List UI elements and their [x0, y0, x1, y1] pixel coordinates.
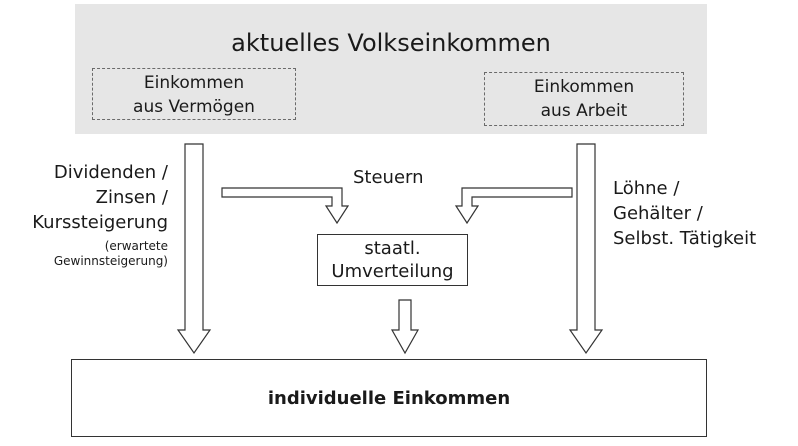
capital-flow-line1: Dividenden /	[53, 162, 168, 183]
right-tax-arrow	[454, 187, 573, 225]
capital-income-label-line2: aus Vermögen	[133, 97, 255, 117]
redistribution-arrow	[390, 299, 420, 355]
redistribution-line2: Umverteilung	[331, 261, 454, 282]
left-tax-arrow	[221, 187, 350, 225]
capital-flow-label: Dividenden / Zinsen / Kurssteigerung	[32, 160, 168, 235]
labor-income-label-line2: aus Arbeit	[540, 101, 628, 121]
taxes-label: Steuern	[353, 167, 424, 188]
labor-income-label-line1: Einkommen	[533, 77, 635, 97]
national-income-title: aktuelles Volkseinkommen	[231, 29, 551, 57]
labor-income-box: Einkommen aus Arbeit	[484, 72, 684, 126]
individual-income-label: individuelle Einkommen	[267, 387, 511, 409]
labor-flow-line1: Löhne /	[613, 178, 680, 199]
capital-arrow	[176, 143, 212, 355]
labor-flow-line2: Gehälter /	[613, 203, 703, 224]
redistribution-box: staatl. Umverteilung	[317, 234, 468, 286]
capital-flow-line3: Kurssteigerung	[32, 212, 168, 233]
redistribution-line1: staatl.	[364, 238, 421, 259]
capital-flow-note-line1: (erwartete	[104, 239, 168, 253]
capital-income-label-line1: Einkommen	[143, 73, 245, 93]
national-income-panel	[75, 4, 707, 134]
capital-flow-line2: Zinsen /	[95, 187, 168, 208]
capital-flow-note: (erwartete Gewinnsteigerung)	[54, 239, 168, 269]
capital-flow-note-line2: Gewinnsteigerung)	[53, 254, 168, 268]
capital-income-box: Einkommen aus Vermögen	[92, 68, 296, 120]
labor-flow-line3: Selbst. Tätigkeit	[613, 228, 757, 249]
labor-flow-label: Löhne / Gehälter / Selbst. Tätigkeit	[613, 176, 756, 251]
individual-income-box: individuelle Einkommen	[71, 359, 707, 437]
labor-arrow	[568, 143, 604, 355]
